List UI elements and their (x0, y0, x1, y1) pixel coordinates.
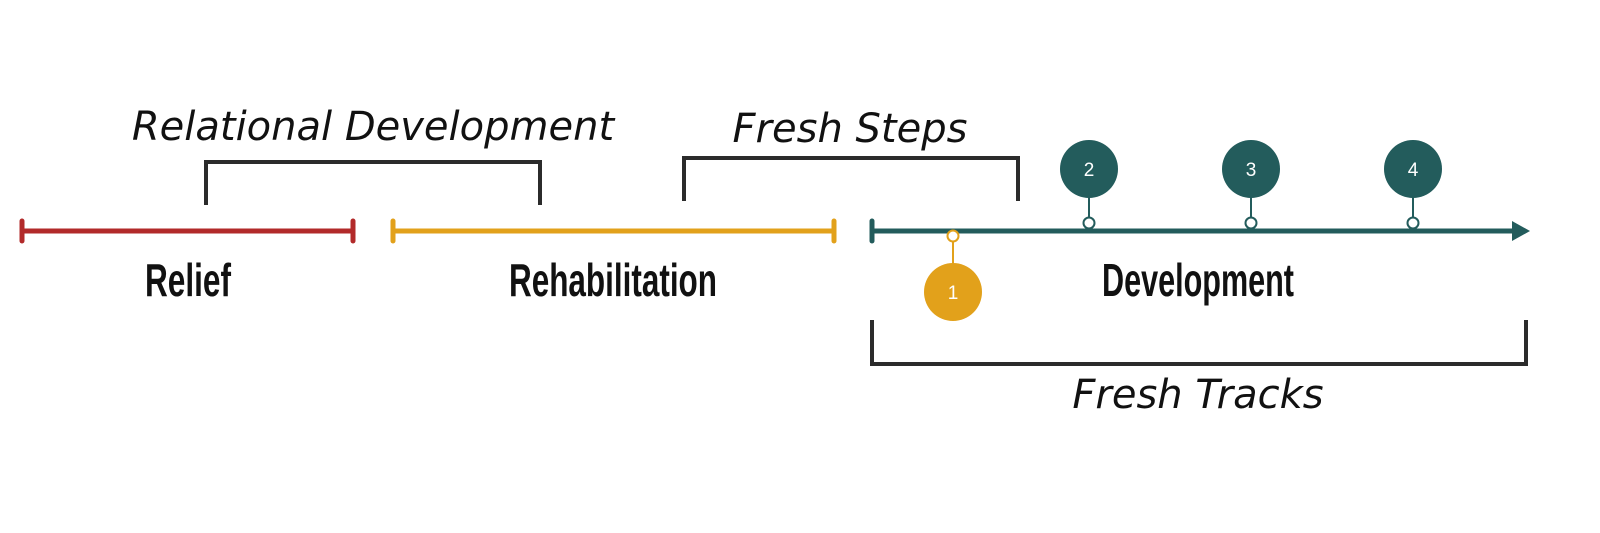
development-label: Development (1102, 254, 1294, 306)
marker-2-number: 2 (1084, 160, 1095, 181)
fresh-steps-bracket (682, 156, 1020, 201)
marker-3-number: 3 (1246, 160, 1257, 181)
development-segment (869, 218, 1530, 244)
marker-2: 2 (1060, 140, 1118, 230)
fresh-tracks-bracket (870, 320, 1528, 366)
relational-development-bracket (204, 160, 542, 205)
relief-segment (19, 218, 356, 244)
marker-4: 4 (1384, 140, 1442, 230)
rehabilitation-label: Rehabilitation (509, 254, 717, 306)
fresh-tracks-label: Fresh Tracks (1072, 372, 1323, 418)
relational-development-label: Relational Development (132, 104, 616, 150)
rehabilitation-segment (390, 218, 837, 244)
marker-3: 3 (1222, 140, 1280, 230)
marker-1-number: 1 (948, 283, 959, 304)
relief-label: Relief (145, 254, 231, 306)
arrow-head-icon (1512, 221, 1530, 241)
fresh-steps-label: Fresh Steps (733, 106, 968, 152)
marker-4-number: 4 (1408, 160, 1419, 181)
marker-1: 1 (924, 229, 982, 321)
